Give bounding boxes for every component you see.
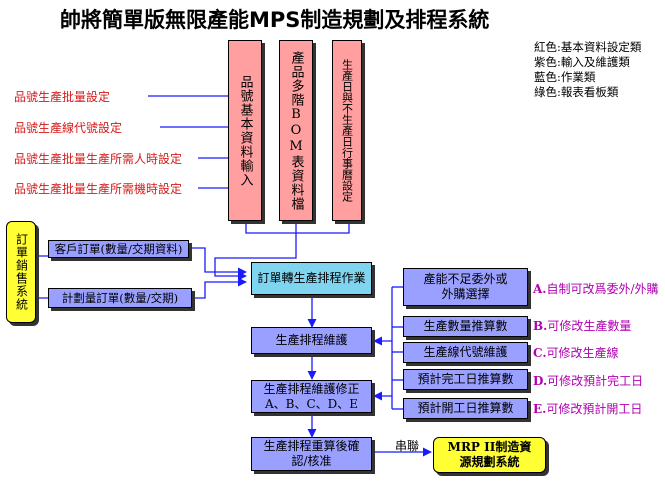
legend-purple: 紫色:輸入及維護類 (534, 55, 630, 69)
outsource-option-box[interactable]: 產能不足委外或外購選擇 (403, 268, 528, 306)
setup-batch-size[interactable]: 品號生產批量設定 (14, 90, 111, 104)
schedule-modify-label: 生產排程維護修正A、B、C、D、E (263, 381, 360, 411)
sales-system-label: 訂單銷售系統 (14, 233, 29, 311)
connector-master-to-convert (214, 233, 297, 281)
option-note-c: C.可修改生產線 (533, 344, 619, 361)
sales-system-box[interactable]: 訂單銷售系統 (6, 221, 36, 323)
setup-line-code[interactable]: 品號生產線代號設定 (14, 121, 123, 135)
schedule-maintain-box[interactable]: 生產排程維護 (251, 327, 372, 354)
legend-green: 綠色:報表看板類 (534, 85, 619, 99)
mrp-system-box[interactable]: MRP II制造資源規劃系統 (433, 437, 546, 473)
option-note-d: D.可修改預計完工日 (533, 372, 643, 389)
line-code-maint-label: 生產線代號維護 (423, 345, 508, 359)
customer-order-box[interactable]: 客戶訂單(數量/交期資料) (48, 240, 189, 258)
connector-sales-to-orders (37, 255, 48, 299)
option-note-e: E.可修改預計開工日 (533, 400, 642, 417)
legend-blue: 藍色:作業類 (534, 70, 596, 84)
option-text-d: 可修改預計完工日 (547, 374, 644, 388)
line-code-maint-box[interactable]: 生產線代號維護 (403, 342, 528, 363)
schedule-modify-box[interactable]: 生產排程維護修正A、B、C、D、E (251, 380, 372, 413)
option-code-e: E. (533, 402, 547, 416)
option-note-b: B.可修改生產數量 (533, 317, 631, 334)
connector-master-bus (245, 222, 350, 234)
item-master-box[interactable]: 品號基本資料輸入 (228, 40, 262, 221)
setup-labor-hours[interactable]: 品號生產批量生產所需人時設定 (14, 152, 183, 166)
bom-label: 產品多階BOM表資料檔 (288, 50, 304, 211)
option-text-b: 可修改生產數量 (547, 319, 632, 333)
legend-red: 紅色:基本資料設定類 (534, 40, 642, 54)
mrp-system-label: MRP II制造資源規劃系統 (447, 440, 532, 469)
serial-link-label: 串聯 (395, 439, 420, 453)
schedule-recalc-box[interactable]: 生產排程重算後確認/核准 (251, 437, 372, 471)
option-text-e: 可修改預計開工日 (546, 402, 643, 416)
outsource-option-label: 產能不足委外或外購選擇 (423, 272, 508, 301)
setup-machine-hours[interactable]: 品號生產批量生產所需機時設定 (14, 182, 183, 196)
start-date-calc-label: 預計開工日推算數 (417, 401, 514, 415)
schedule-maintain-label: 生產排程維護 (275, 333, 348, 347)
option-code-c: C. (533, 346, 547, 360)
planned-order-box[interactable]: 計劃量訂單(數量/交期) (48, 288, 192, 308)
option-text-c: 可修改生產線 (546, 346, 619, 360)
schedule-recalc-label: 生產排程重算後確認/核准 (263, 439, 360, 468)
option-code-d: D. (533, 374, 548, 388)
qty-calc-box[interactable]: 生產數量推算數 (403, 316, 528, 337)
connector-customer-order (189, 247, 247, 277)
convert-order-label: 訂單轉生產排程作業 (257, 271, 366, 285)
bom-box[interactable]: 產品多階BOM表資料檔 (279, 40, 313, 221)
finish-date-calc-box[interactable]: 預計完工日推算數 (403, 369, 528, 390)
connector-planned-order (192, 277, 247, 299)
option-code-b: B. (533, 319, 548, 333)
qty-calc-label: 生產數量推算數 (423, 319, 508, 333)
color-legend: 紅色:基本資料設定類 紫色:輸入及維護類 藍色:作業類 綠色:報表看板類 (534, 40, 641, 100)
page-title: 帥將簡單版無限產能MPS制造規劃及排程系統 (60, 8, 490, 32)
option-text-a: 自制可改爲委外/外購 (546, 282, 659, 296)
item-master-label: 品號基本資料輸入 (237, 74, 253, 187)
customer-order-label: 客戶訂單(數量/交期資料) (54, 241, 183, 256)
finish-date-calc-label: 預計完工日推算數 (417, 372, 514, 386)
planned-order-label: 計劃量訂單(數量/交期) (61, 290, 179, 305)
calendar-box[interactable]: 生產日與不生產日行事曆設定 (332, 40, 362, 221)
calendar-label: 生產日與不生產日行事曆設定 (340, 59, 354, 202)
start-date-calc-box[interactable]: 預計開工日推算數 (403, 398, 528, 419)
option-code-a: A. (533, 282, 547, 296)
convert-order-box[interactable]: 訂單轉生產排程作業 (251, 262, 372, 295)
option-note-a: A.自制可改爲委外/外購 (533, 280, 659, 297)
